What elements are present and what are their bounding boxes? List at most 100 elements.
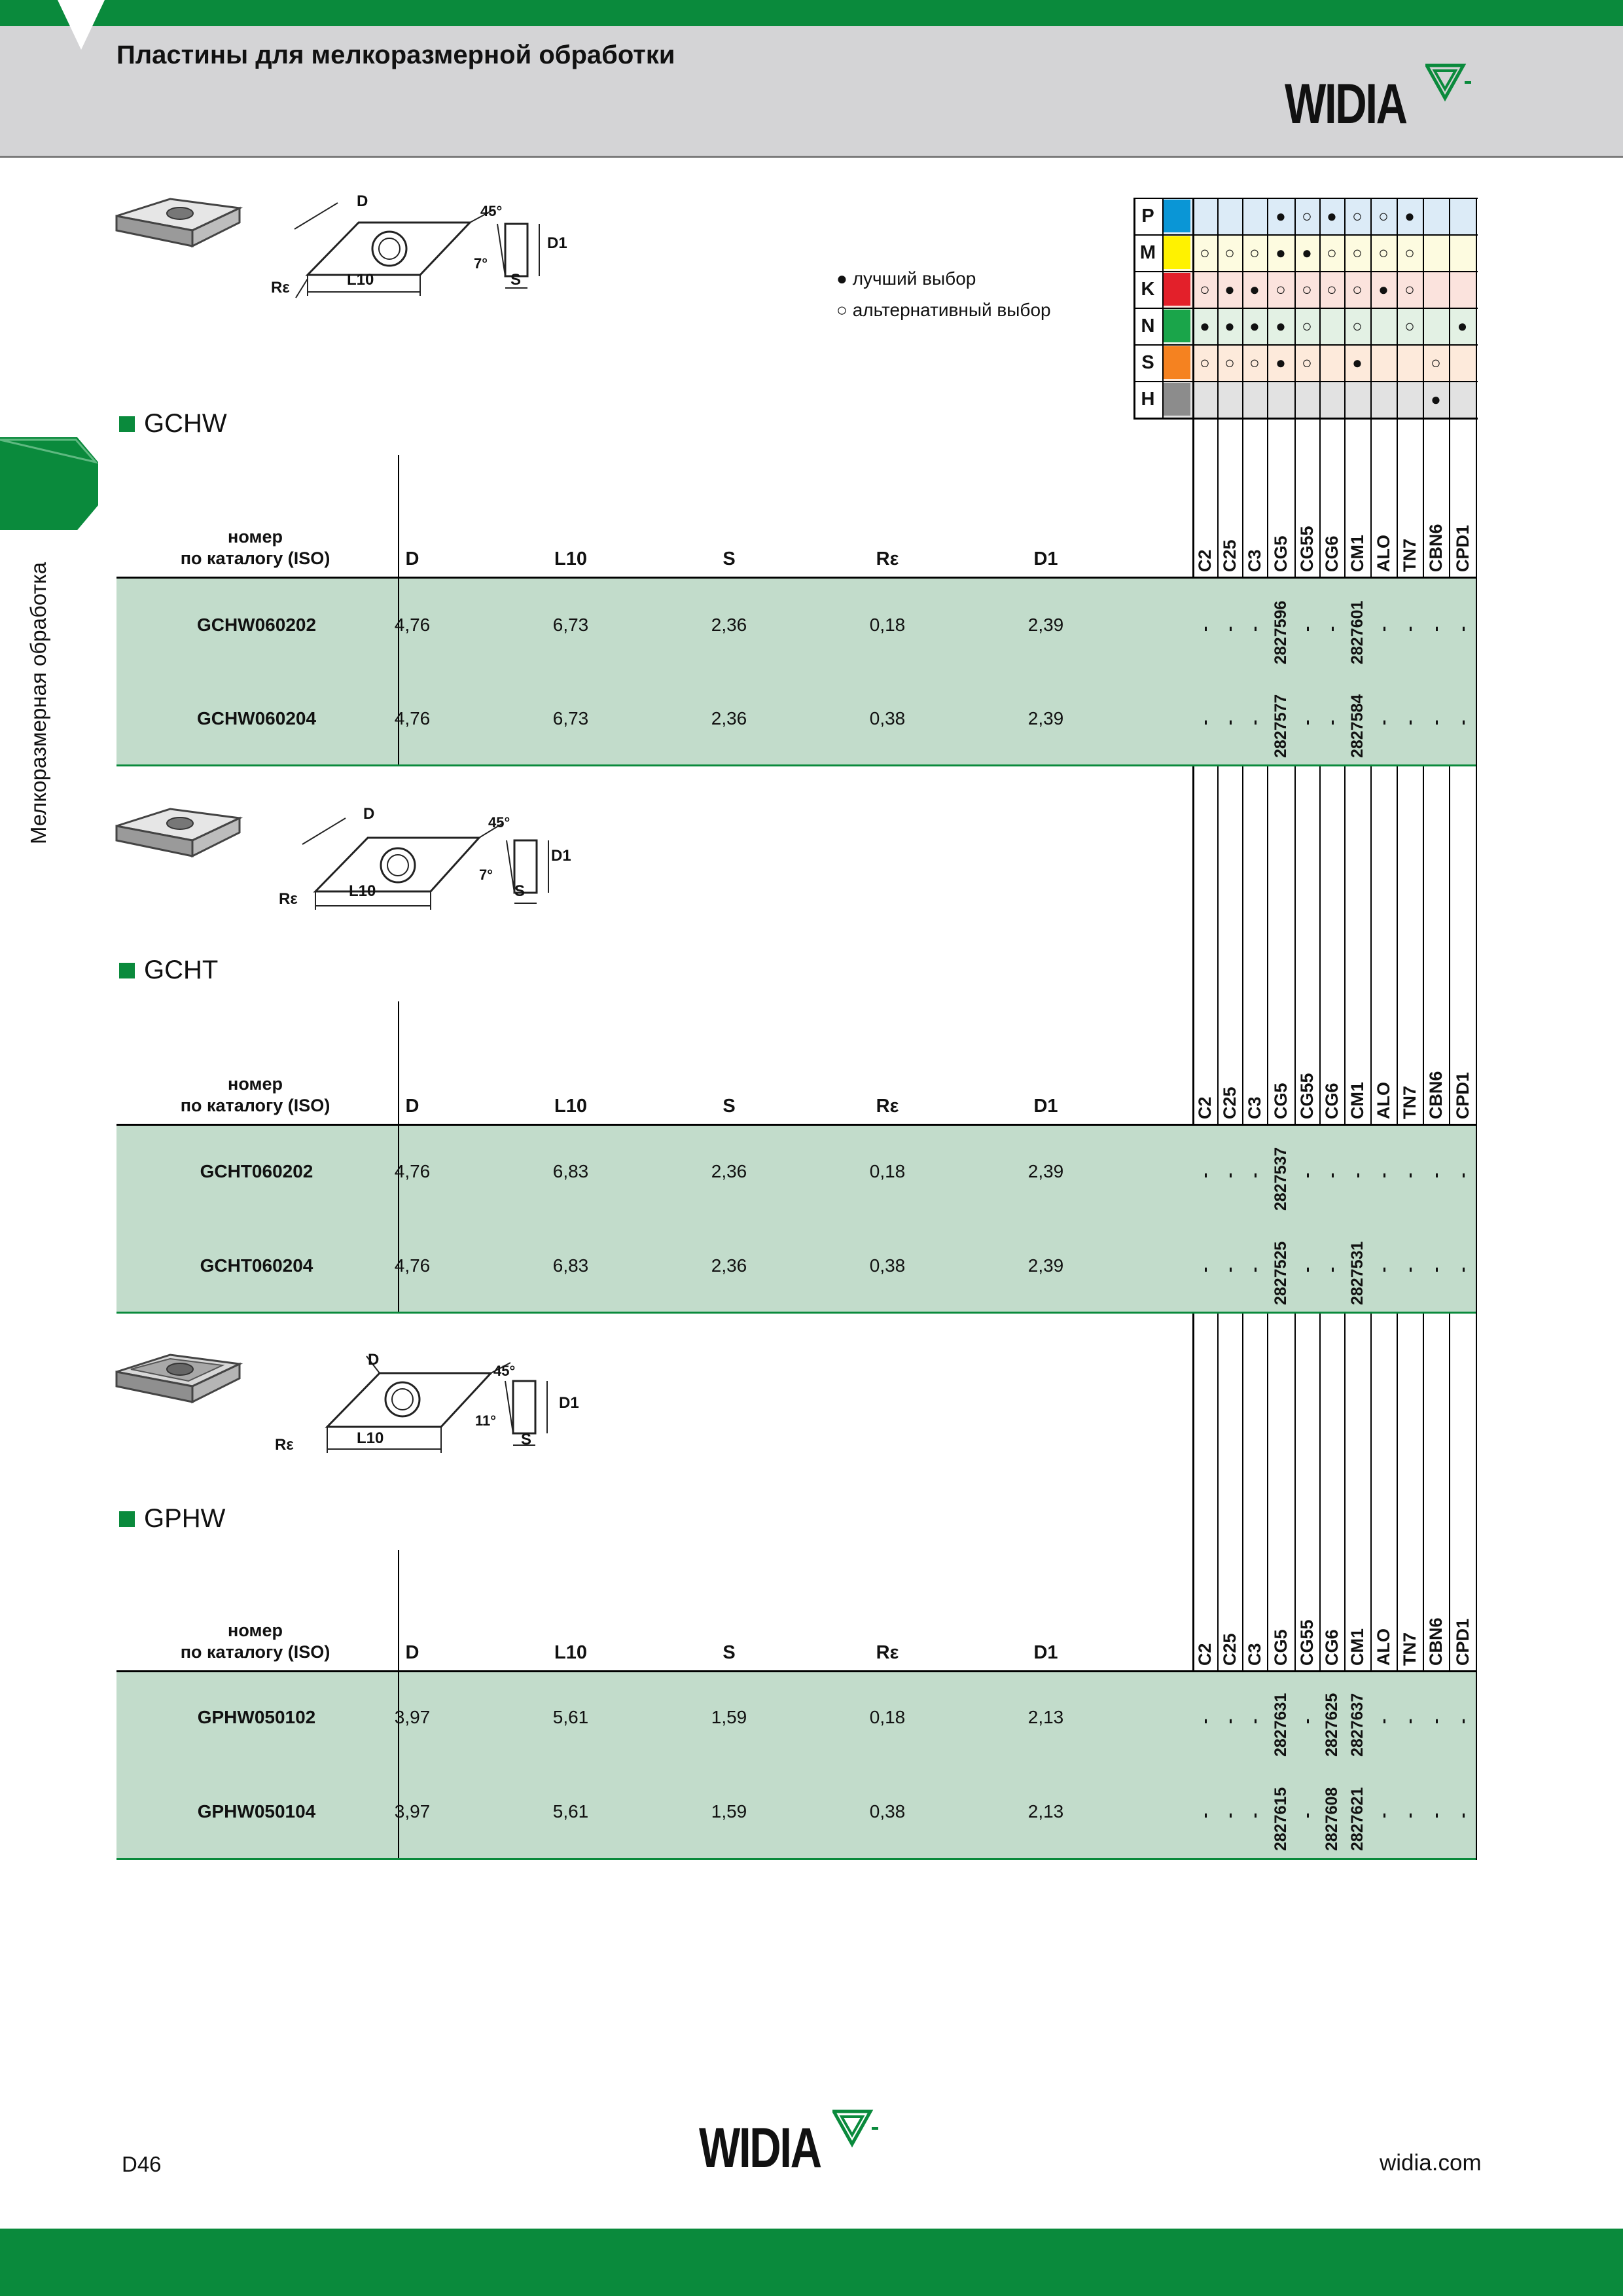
grade-availability-cell: - [1196,626,1214,632]
table-cell-l10: 6,73 [552,708,589,728]
brand-logo-bottom: WIDIA [699,2116,822,2181]
grade-availability-cell: - [1374,719,1393,725]
material-suitability-mark: ● [1431,389,1441,409]
table-cell-d1: 2,13 [1027,1707,1064,1727]
material-suitability-mark [1423,271,1449,308]
grade-availability-cell: - [1400,1172,1419,1178]
grade-header-cg55: CG55 [1297,1073,1317,1119]
grade-header-cpd1: CPD1 [1452,524,1472,572]
material-suitability-mark [1294,381,1319,418]
widia-triangles-icon [832,2109,878,2148]
table-header-rule [116,1670,1476,1672]
grade-header-cbn6: CBN6 [1426,1071,1446,1119]
grade-column-line [1294,198,1296,1860]
table-cell-re: 0,38 [869,1801,906,1821]
table-cell-l10: 6,83 [552,1255,589,1276]
diagram-label-s: S [521,1431,532,1448]
table-cell-re: 0,18 [869,1707,906,1727]
grid-line [1133,381,1478,382]
column-header-l10: L10 [554,1642,587,1663]
insert-diagram-gchw [115,198,540,298]
table-cell-d1: 2,39 [1027,708,1064,728]
section-square-icon [119,1511,135,1527]
grade-availability-cell: - [1453,1172,1472,1178]
material-suitability-mark: ● [1352,353,1363,372]
grade-header-c25: C25 [1220,1633,1240,1666]
column-header-re: Rε [876,1642,899,1663]
material-suitability-mark: ○ [1404,316,1415,336]
material-color-swatch [1162,236,1190,269]
grade-availability-cell: - [1221,626,1239,632]
grade-availability-cell: 2827637 [1348,1693,1366,1757]
iso-column-divider [398,455,399,764]
material-suitability-mark: ● [1249,316,1260,336]
grade-header-cm1: CM1 [1347,534,1367,572]
grade-availability-cell: - [1323,1266,1341,1272]
table-cell-re: 0,18 [869,615,906,635]
grade-column-line [1319,198,1321,1860]
grade-header-cbn6: CBN6 [1426,524,1446,572]
grade-column-line [1370,198,1372,1860]
diagram-label-d: D [368,1351,380,1369]
grade-column-line [1192,198,1194,1860]
grade-availability-cell: - [1196,1172,1214,1178]
table-cell-d1: 2,39 [1027,1161,1064,1181]
website-link[interactable]: widia.com [1380,2150,1482,2176]
material-suitability-mark [1242,381,1267,418]
table-cell-s: 1,59 [711,1801,747,1821]
material-color-swatch [1162,273,1190,306]
material-suitability-mark: ○ [1327,243,1337,262]
table-cell-d1: 2,13 [1027,1801,1064,1821]
table-row-code: GPHW050102 [197,1707,316,1727]
grade-column-line [1242,198,1243,1860]
grade-availability-cell: 2827584 [1348,694,1366,758]
table-cell-s: 2,36 [711,1255,747,1276]
grid-line [1133,344,1478,346]
material-color-swatch [1162,310,1190,342]
grade-availability-cell: 2827608 [1323,1787,1341,1851]
material-suitability-mark: ○ [1352,206,1363,226]
table-body-band [116,1126,1476,1312]
grade-availability-cell: - [1453,719,1472,725]
diagram-label-l10: L10 [347,271,374,289]
grade-header-cg6: CG6 [1322,1083,1342,1119]
material-suitability-mark: ○ [1224,243,1235,262]
grade-header-cm1: CM1 [1347,1628,1367,1666]
material-suitability-mark [1449,344,1476,381]
column-header-d1: D1 [1033,548,1058,569]
grade-availability-cell: - [1245,719,1264,725]
table-cell-l10: 6,83 [552,1161,589,1181]
grade-availability-cell: 2827615 [1272,1787,1290,1851]
grade-header-cg6: CG6 [1322,535,1342,572]
grade-availability-cell: 2827625 [1323,1693,1341,1757]
table-header-rule [116,1124,1476,1126]
grade-availability-cell: - [1427,1172,1445,1178]
table-cell-d: 4,76 [394,615,431,635]
grade-header-cpd1: CPD1 [1452,1618,1472,1666]
grade-availability-cell: - [1196,1812,1214,1818]
grade-header-c3: C3 [1245,1096,1264,1119]
material-suitability-mark [1192,198,1217,234]
grade-availability-cell: - [1245,1718,1264,1724]
grade-availability-cell: - [1298,1172,1316,1178]
table-row-code: GCHT060202 [200,1161,313,1181]
grid-line [1133,418,1478,420]
table-cell-l10: 5,61 [552,1707,589,1727]
column-header-re: Rε [876,1096,899,1117]
grade-availability-cell: - [1400,1718,1419,1724]
brand-name: WIDIA [1285,73,1408,135]
iso-column-divider [398,1001,399,1312]
grade-availability-cell: - [1221,719,1239,725]
diagram-label-angle: 45° [488,814,510,831]
header-band [0,26,1623,158]
grade-availability-cell: - [1298,1718,1316,1724]
material-suitability-mark: ● [1275,316,1286,336]
brand-name: WIDIA [699,2117,822,2179]
legend-best: ● лучший выбор [836,268,976,289]
material-suitability-mark: ○ [1200,279,1210,299]
material-suitability-mark [1449,271,1476,308]
table-cell-re: 0,38 [869,1255,906,1276]
material-suitability-mark: ○ [1378,243,1389,262]
grade-availability-cell: - [1323,719,1341,725]
